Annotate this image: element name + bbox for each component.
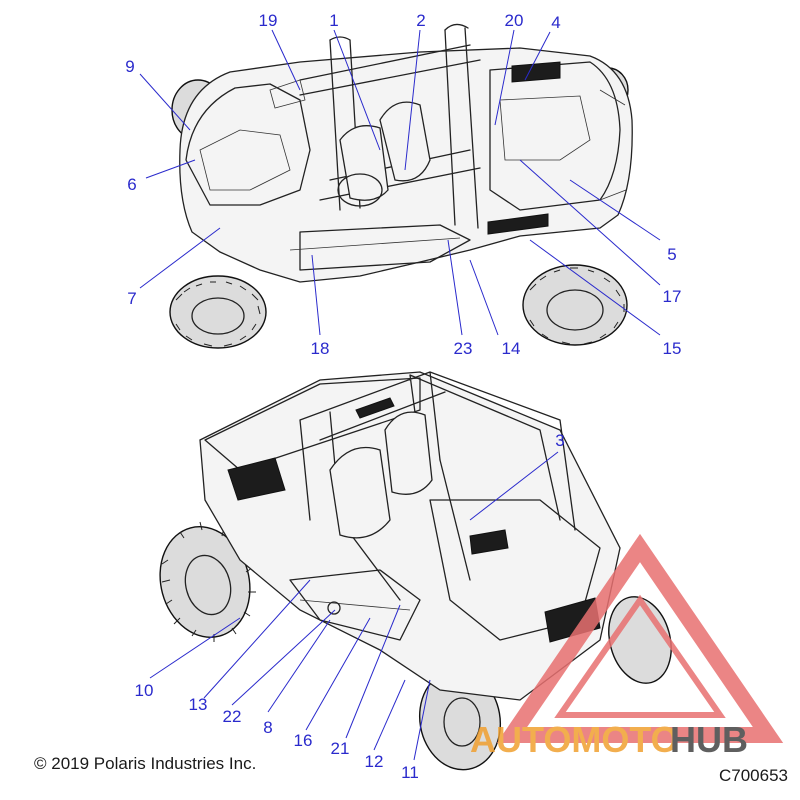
- callout-20: 20: [505, 11, 524, 30]
- isometric-vehicle: [159, 371, 672, 771]
- callout-15: 15: [663, 339, 682, 358]
- top-view-vehicle: [169, 23, 633, 349]
- copyright-text: © 2019 Polaris Industries Inc.: [34, 754, 257, 773]
- top-left-front-wheel: [169, 275, 267, 349]
- callout-13: 13: [189, 695, 208, 714]
- watermark-logo: AUTOMOTO HUB: [470, 533, 784, 760]
- top-right-wheel: [522, 264, 628, 346]
- callout-19: 19: [259, 11, 278, 30]
- callout-18: 18: [311, 339, 330, 358]
- callout-11: 11: [401, 763, 419, 782]
- watermark-text-a: AUTOMOTO: [470, 719, 679, 760]
- callout-1: 1: [329, 11, 338, 30]
- leader-lines: [139, 29, 661, 761]
- callout-8: 8: [263, 718, 272, 737]
- callout-6: 6: [127, 175, 136, 194]
- callout-12: 12: [365, 752, 384, 771]
- callout-7: 7: [127, 289, 136, 308]
- callout-22: 22: [223, 707, 242, 726]
- callout-16: 16: [294, 731, 313, 750]
- top-rear-vent: [511, 61, 561, 83]
- iso-body: [199, 371, 621, 701]
- callout-17: 17: [663, 287, 682, 306]
- callout-3: 3: [555, 431, 564, 450]
- watermark-text-b: HUB: [670, 719, 748, 760]
- callout-4: 4: [551, 13, 560, 32]
- callout-23: 23: [454, 339, 473, 358]
- callout-10: 10: [135, 681, 154, 700]
- diagram-part-number: C700653: [718, 766, 788, 785]
- callout-labels: 1 2 3 4 5 6 7 8 9 10 11 12 13 14 15 16 1…: [125, 11, 681, 782]
- callout-5: 5: [667, 245, 676, 264]
- callout-14: 14: [502, 339, 521, 358]
- callout-9: 9: [125, 57, 134, 76]
- iso-side-vent: [227, 457, 286, 501]
- callout-2: 2: [416, 11, 425, 30]
- top-side-vent: [487, 213, 549, 235]
- callout-21: 21: [331, 739, 350, 758]
